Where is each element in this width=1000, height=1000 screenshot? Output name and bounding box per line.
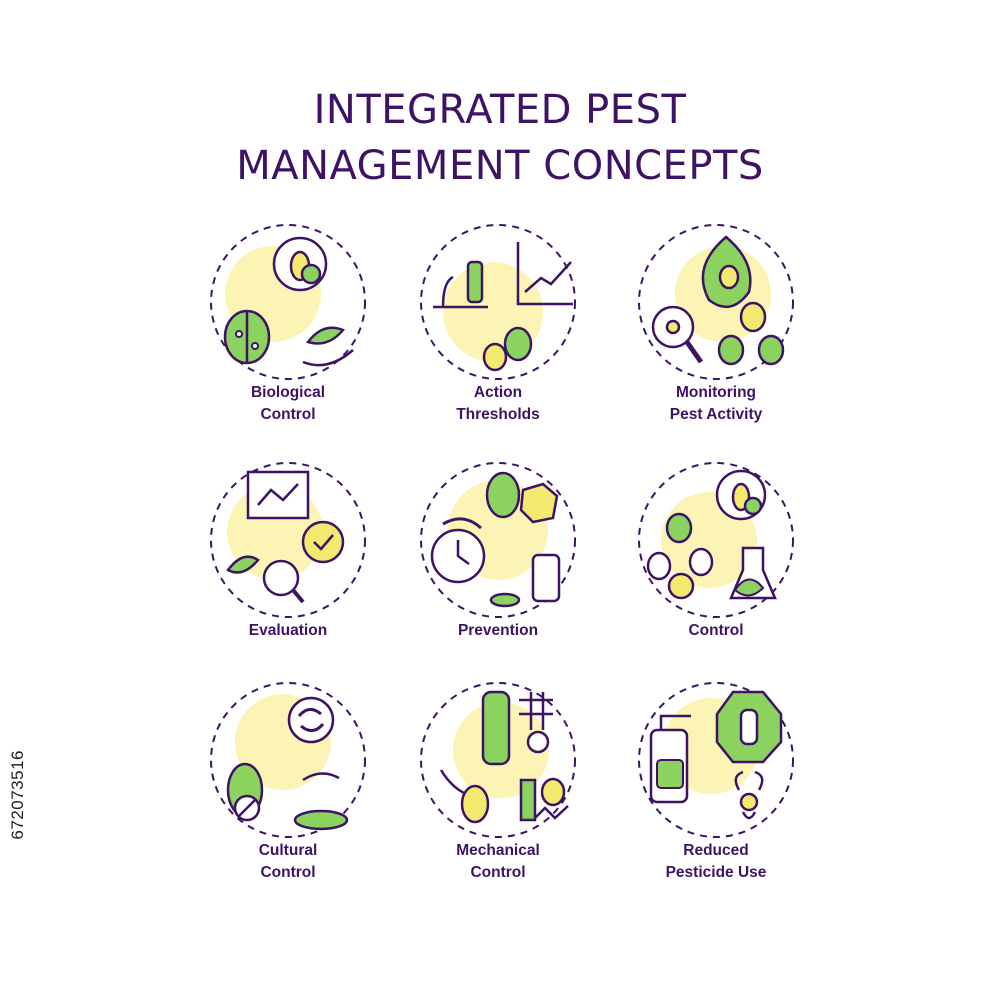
- concept-prevention: Prevention: [398, 460, 598, 642]
- title-line-2: MANAGEMENT CONCEPTS: [236, 143, 764, 189]
- stock-id-text: 672073516: [8, 750, 27, 840]
- page-title: INTEGRATED PEST MANAGEMENT CONCEPTS: [0, 82, 1000, 194]
- concept-reduced-pesticide-use: Reduced Pesticide Use: [616, 680, 816, 884]
- biological-control-icon: [210, 224, 366, 380]
- cultural-control-icon: [210, 682, 366, 838]
- concept-label: Action Thresholds: [456, 384, 540, 423]
- mechanical-control-icon: [420, 682, 576, 838]
- concept-label: Reduced Pesticide Use: [665, 842, 767, 881]
- concept-label: Monitoring Pest Activity: [669, 384, 763, 423]
- concept-evaluation: Evaluation: [188, 460, 388, 642]
- action-thresholds-icon: [420, 224, 576, 380]
- concept-label: Biological Control: [250, 384, 326, 423]
- monitoring-pest-activity-icon: [638, 224, 794, 380]
- concept-biological-control: Biological Control: [188, 222, 388, 426]
- concept-label: Cultural Control: [258, 842, 318, 881]
- concept-label: Evaluation: [248, 622, 328, 639]
- evaluation-icon: [210, 462, 366, 618]
- concept-cultural-control: Cultural Control: [188, 680, 388, 884]
- prevention-icon: [420, 462, 576, 618]
- concept-control: Control: [616, 460, 816, 642]
- concept-label: Control: [688, 622, 744, 639]
- title-line-1: INTEGRATED PEST: [313, 87, 687, 133]
- concept-monitoring-pest-activity: Monitoring Pest Activity: [616, 222, 816, 426]
- concept-mechanical-control: Mechanical Control: [398, 680, 598, 884]
- reduced-pesticide-use-icon: [638, 682, 794, 838]
- concept-label: Mechanical Control: [456, 842, 540, 881]
- concept-label: Prevention: [457, 622, 539, 639]
- control-icon: [638, 462, 794, 618]
- concept-action-thresholds: Action Thresholds: [398, 222, 598, 426]
